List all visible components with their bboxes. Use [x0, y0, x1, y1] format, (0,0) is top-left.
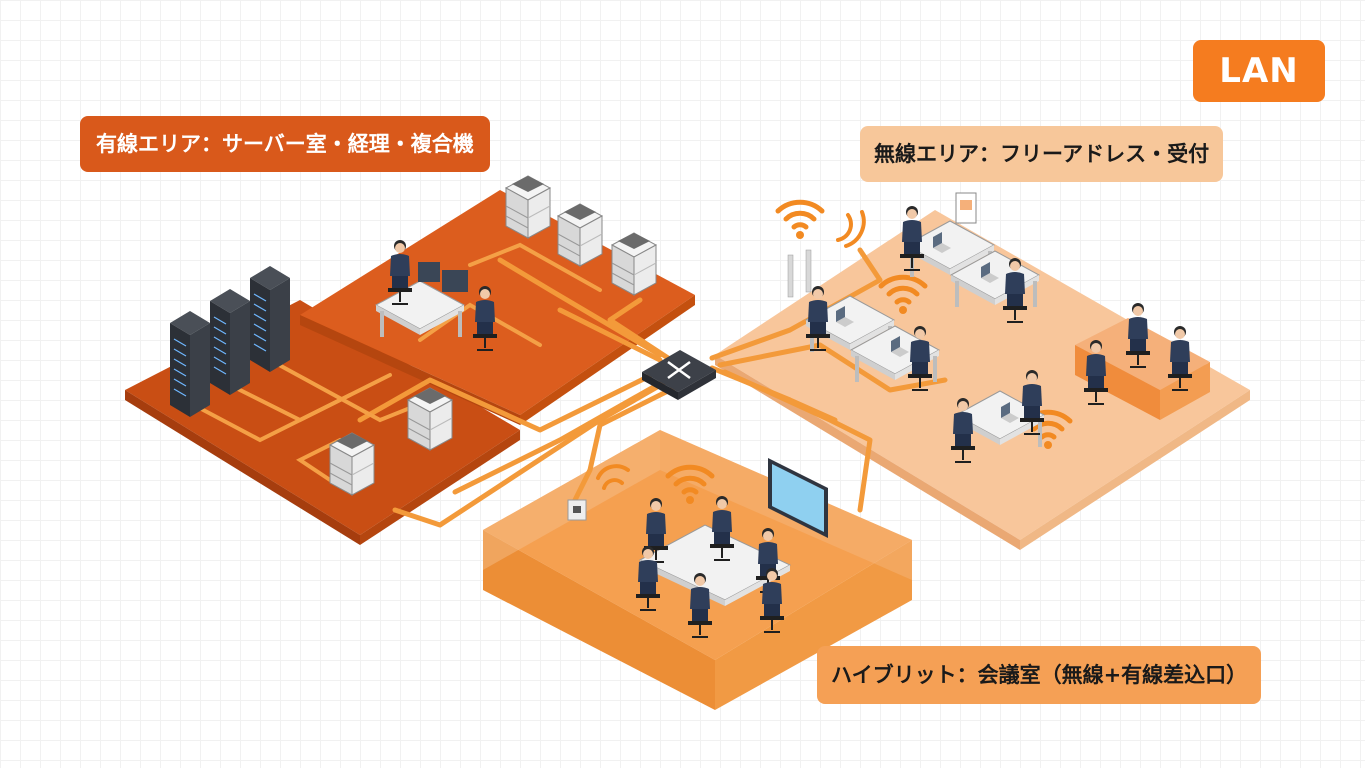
- wifi-icon: [778, 202, 822, 239]
- hybrid-area-label: ハイブリット：会議室（無線+有線差込口）: [817, 646, 1262, 704]
- wifi-icon: [596, 464, 630, 490]
- wired-floor-cables: [173, 242, 602, 482]
- wired-area-label: 有線エリア：サーバー室・経理・複合機: [80, 116, 490, 172]
- lan-title-badge: LAN: [1193, 40, 1325, 102]
- monitor-icon: [768, 458, 828, 538]
- monitor-icon: [418, 262, 440, 282]
- wireless-area-label: 無線エリア：フリーアドレス・受付: [860, 126, 1224, 182]
- access-point-icon: [787, 249, 812, 298]
- wifi-icon: [836, 210, 866, 248]
- monitor-icon: [442, 270, 468, 292]
- wall-port-icon: [567, 499, 587, 521]
- network-switch-icon: [642, 350, 716, 400]
- info-board-icon: [955, 192, 977, 224]
